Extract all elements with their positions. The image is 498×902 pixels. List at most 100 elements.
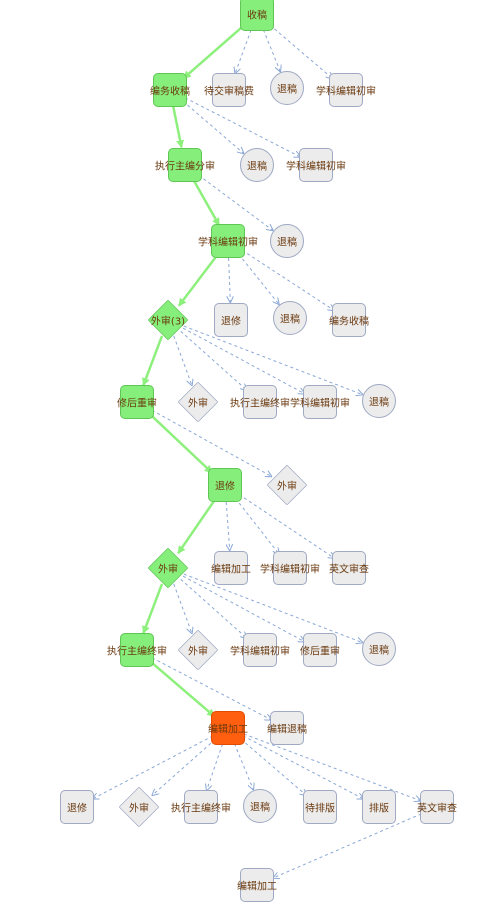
node-n3[interactable]: 待交审稿费 <box>204 73 254 107</box>
node-shape <box>208 468 242 502</box>
node-n4[interactable]: 退稿 <box>270 71 304 105</box>
edge-n26-n31 <box>149 660 216 718</box>
edge-n31-n39 <box>243 733 420 801</box>
node-n28[interactable]: 学科编辑初审 <box>230 633 290 667</box>
node-n31[interactable]: 编辑加工 <box>208 711 248 745</box>
node-n11[interactable]: 外审(3) <box>147 299 189 341</box>
node-n2[interactable]: 编务收稿 <box>150 73 190 107</box>
node-shape <box>177 381 219 423</box>
edge-n20-n24 <box>235 498 279 553</box>
node-shape <box>273 301 307 335</box>
node-shape <box>177 629 219 671</box>
edge-n20-n22 <box>177 498 217 555</box>
node-n32[interactable]: 编辑退稿 <box>267 711 307 745</box>
node-n6[interactable]: 执行主编分审 <box>155 148 215 182</box>
node-n16[interactable]: 外审 <box>177 381 219 423</box>
node-shape <box>362 632 396 666</box>
edge-n31-n33 <box>93 735 214 799</box>
node-shape <box>211 224 245 258</box>
node-shape <box>147 547 189 589</box>
edge-n31-n36 <box>234 743 254 790</box>
node-n21[interactable]: 外审 <box>266 464 308 506</box>
edge-n22-n26 <box>142 583 164 635</box>
node-shape <box>329 73 363 107</box>
node-shape <box>332 303 366 337</box>
node-shape <box>332 551 366 585</box>
edge-n22-n27 <box>173 583 192 633</box>
edge-n22-n30 <box>183 573 362 642</box>
edge-n6-n9 <box>192 179 221 227</box>
node-n17[interactable]: 执行主编终审 <box>230 385 290 419</box>
node-n30[interactable]: 退稿 <box>362 632 396 666</box>
edge-n20-n23 <box>225 501 230 550</box>
node-shape <box>214 551 248 585</box>
node-n40[interactable]: 编辑加工 <box>237 868 277 902</box>
node-shape <box>270 224 304 258</box>
node-n23[interactable]: 编辑加工 <box>211 551 251 585</box>
node-n8[interactable]: 学科编辑初审 <box>286 148 346 182</box>
edge-n11-n18 <box>182 327 304 393</box>
edge-n31-n38 <box>242 735 363 799</box>
node-n26[interactable]: 执行主编终审 <box>107 633 167 667</box>
node-n14[interactable]: 编务收稿 <box>329 303 369 337</box>
edge-n11-n19 <box>183 325 362 394</box>
node-n15[interactable]: 修后重审 <box>117 385 157 419</box>
node-shape <box>270 711 304 745</box>
node-shape <box>420 790 454 824</box>
node-n25[interactable]: 英文审查 <box>329 551 369 585</box>
edge-n31-n35 <box>207 743 223 790</box>
edge-n2-n7 <box>182 100 244 153</box>
node-n35[interactable]: 执行主编终审 <box>171 790 231 824</box>
edge-n11-n15 <box>142 335 164 387</box>
node-n34[interactable]: 外审 <box>118 786 160 828</box>
edge-n22-n29 <box>182 575 304 641</box>
node-n9[interactable]: 学科编辑初审 <box>198 224 258 258</box>
edge-n15-n21 <box>151 409 271 476</box>
node-shape <box>120 385 154 419</box>
edge-n1-n5 <box>269 24 332 78</box>
node-shape <box>266 464 308 506</box>
edge-n31-n34 <box>153 738 216 795</box>
node-shape <box>147 299 189 341</box>
node-n19[interactable]: 退稿 <box>362 384 396 418</box>
node-n7[interactable]: 退稿 <box>240 148 274 182</box>
node-n38[interactable]: 排版 <box>362 790 396 824</box>
node-shape <box>211 711 245 745</box>
node-n39[interactable]: 英文审查 <box>417 790 457 824</box>
node-n37[interactable]: 待排版 <box>303 790 337 824</box>
node-n10[interactable]: 退稿 <box>270 224 304 258</box>
node-n1[interactable]: 收稿 <box>240 0 274 31</box>
edge-n31-n37 <box>240 738 306 795</box>
node-shape <box>299 148 333 182</box>
edge-n9-n11 <box>177 253 219 307</box>
node-shape <box>214 303 248 337</box>
node-n24[interactable]: 学科编辑初审 <box>260 551 320 585</box>
node-n12[interactable]: 退修 <box>214 303 248 337</box>
node-n5[interactable]: 学科编辑初审 <box>316 73 376 107</box>
node-shape <box>303 633 337 667</box>
node-shape <box>303 385 337 419</box>
node-n20[interactable]: 退修 <box>208 468 242 502</box>
node-shape <box>362 790 396 824</box>
node-shape <box>243 789 277 823</box>
node-shape <box>362 384 396 418</box>
edge-n15-n20 <box>148 412 213 474</box>
node-n13[interactable]: 退稿 <box>273 301 307 335</box>
node-n33[interactable]: 退修 <box>60 790 94 824</box>
node-shape <box>168 148 202 182</box>
node-n27[interactable]: 外审 <box>177 629 219 671</box>
node-n29[interactable]: 修后重审 <box>300 633 340 667</box>
node-shape <box>120 633 154 667</box>
edge-n11-n16 <box>173 335 192 385</box>
node-shape <box>184 790 218 824</box>
node-n36[interactable]: 退稿 <box>243 789 277 823</box>
node-n22[interactable]: 外审 <box>147 547 189 589</box>
edge-n9-n13 <box>238 253 279 304</box>
node-shape <box>273 551 307 585</box>
node-shape <box>118 786 160 828</box>
edge-n2-n6 <box>172 106 185 149</box>
node-shape <box>243 385 277 419</box>
edge-n6-n10 <box>198 174 273 230</box>
edge-n11-n17 <box>180 330 247 390</box>
node-n18[interactable]: 学科编辑初审 <box>290 385 350 419</box>
